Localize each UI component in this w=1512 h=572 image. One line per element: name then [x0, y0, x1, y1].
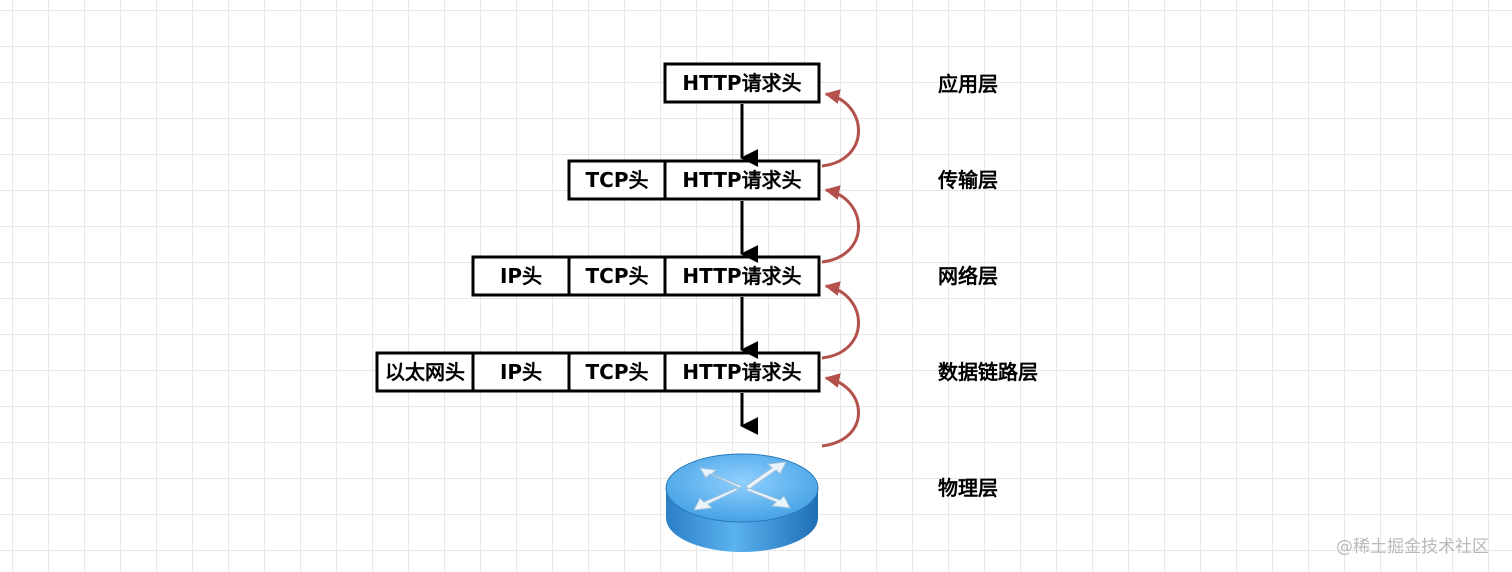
packet-cell-label: HTTP请求头 [682, 168, 801, 192]
http-header-cell: HTTP请求头 [663, 351, 821, 393]
packet-cell-label: TCP头 [586, 264, 649, 288]
up-arrow-3 [821, 281, 860, 360]
http-header-cell: HTTP请求头 [663, 62, 821, 104]
router-icon [665, 453, 819, 552]
upward-decapsulation-arrows [821, 89, 860, 448]
packet-cell-label: HTTP请求头 [682, 360, 801, 384]
http-header-cell: HTTP请求头 [663, 159, 821, 201]
packet-cell-label: IP头 [500, 360, 542, 384]
layer-label-application: 应用层 [938, 72, 998, 96]
up-arrow-1 [821, 89, 860, 168]
packet-cell-label: TCP头 [586, 360, 649, 384]
packet-cell-label: HTTP请求头 [682, 71, 801, 95]
packet-cell-label: IP头 [500, 264, 542, 288]
layer-label-network: 网络层 [938, 264, 998, 288]
layer-label-physical: 物理层 [938, 476, 998, 500]
http-header-cell: HTTP请求头 [663, 255, 821, 297]
packet-row-transport: TCP头 HTTP请求头 [567, 159, 821, 201]
tcp-header-cell: TCP头 [567, 255, 667, 297]
layer-labels: 应用层 传输层 网络层 数据链路层 物理层 [937, 72, 1038, 500]
ethernet-header-cell: 以太网头 [375, 351, 475, 393]
watermark: @稀土掘金技术社区 [1336, 537, 1489, 557]
up-arrow-4 [821, 373, 860, 448]
packet-cell-label: TCP头 [586, 168, 649, 192]
layer-label-datalink: 数据链路层 [938, 360, 1038, 384]
packet-cell-label: 以太网头 [385, 360, 465, 384]
layer-label-transport: 传输层 [937, 168, 998, 192]
packet-row-network: IP头 TCP头 HTTP请求头 [471, 255, 821, 297]
up-arrow-2 [821, 185, 860, 264]
packet-row-datalink: 以太网头 IP头 TCP头 HTTP请求头 [375, 351, 821, 393]
ip-header-cell: IP头 [471, 255, 571, 297]
tcp-header-cell: TCP头 [567, 351, 667, 393]
packet-row-application: HTTP请求头 [663, 62, 821, 104]
packet-cell-label: HTTP请求头 [682, 264, 801, 288]
ip-header-cell: IP头 [471, 351, 571, 393]
tcp-header-cell: TCP头 [567, 159, 667, 201]
